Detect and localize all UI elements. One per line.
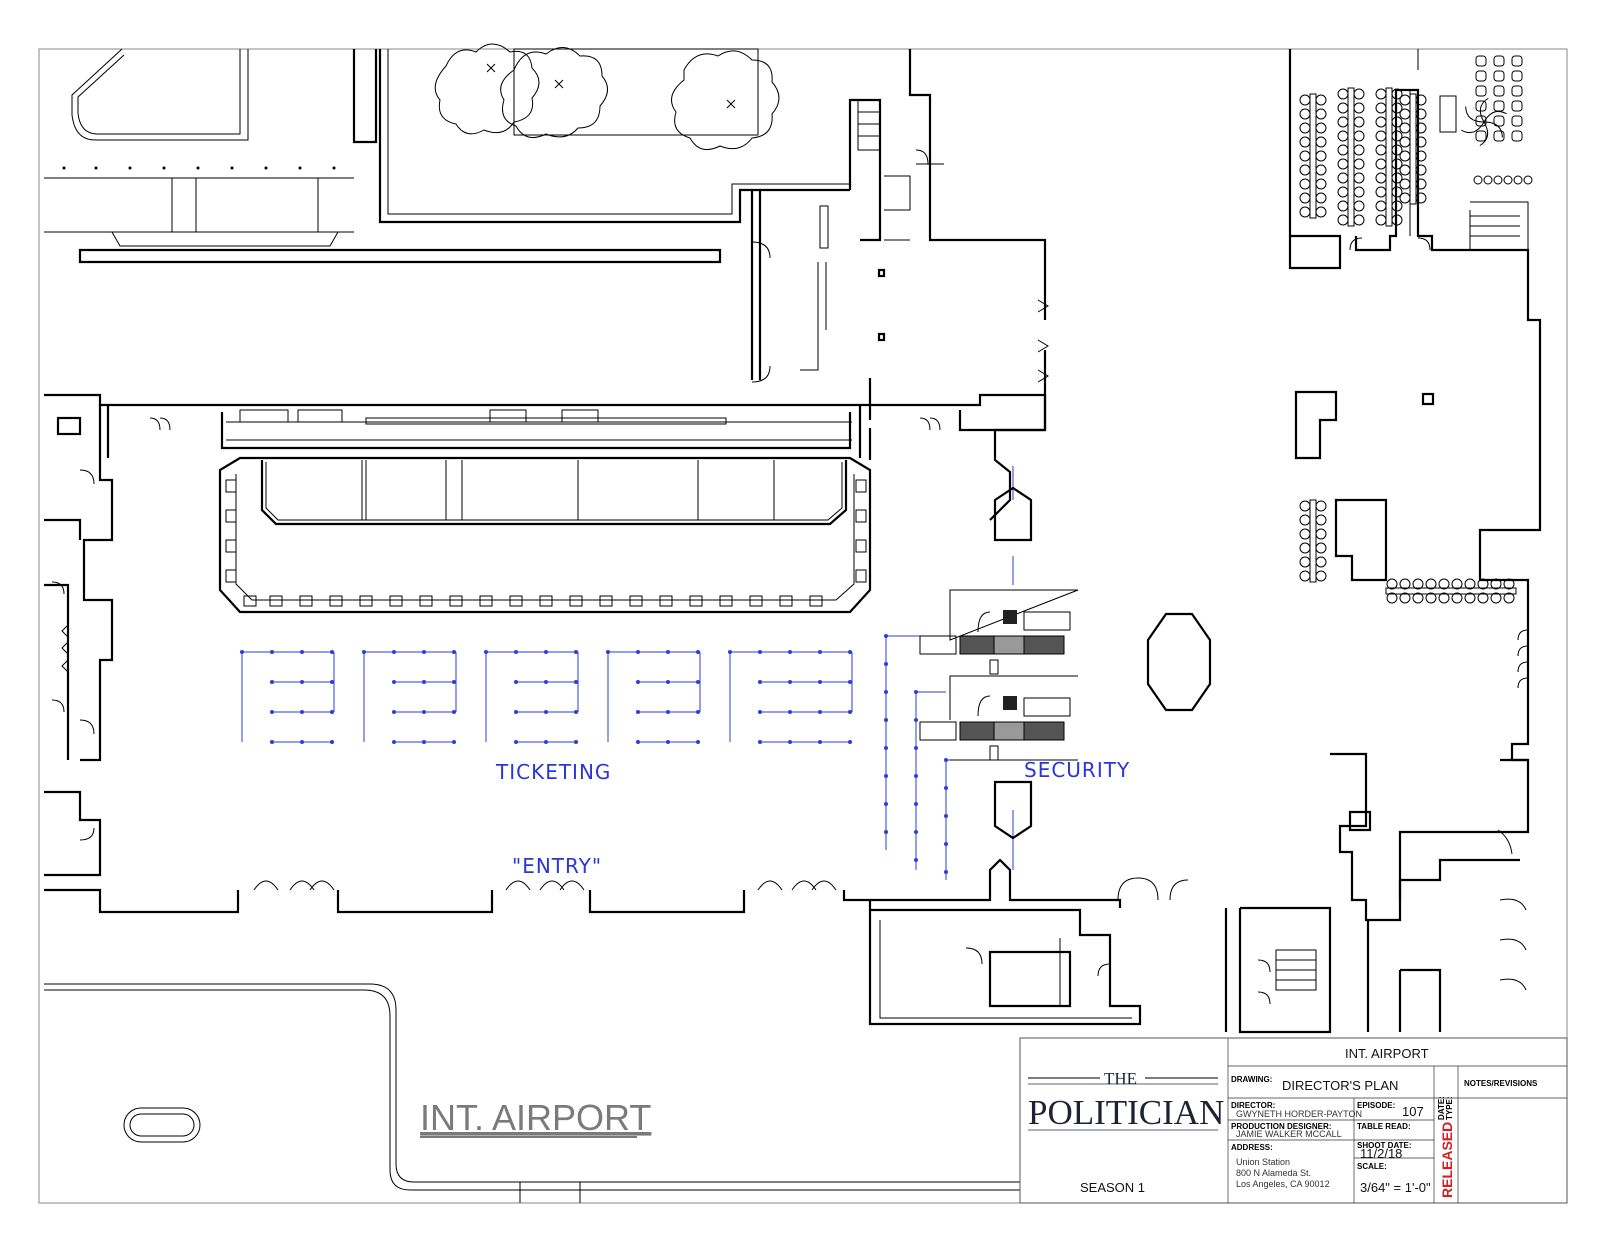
title-block (1019, 1037, 1568, 1204)
episode-label: EPISODE: (1357, 1101, 1395, 1110)
security-label: SECURITY (1024, 758, 1130, 782)
address-line-1: Union Station (1236, 1157, 1290, 1167)
tree-icon (671, 50, 780, 151)
director-value: GWYNETH HORDER-PAYTON (1236, 1109, 1362, 1119)
director-label: DIRECTOR: (1231, 1101, 1275, 1110)
courtyard (378, 48, 850, 224)
scale-value: 3/64" = 1'-0" (1360, 1180, 1431, 1195)
production-designer-label: PRODUCTION DESIGNER: (1231, 1122, 1331, 1131)
security-checkpoint (919, 466, 1212, 870)
date-label: DATE: (1437, 1096, 1446, 1120)
central-upper-building (750, 49, 1049, 460)
address-label: ADDRESS: (1231, 1143, 1273, 1152)
title-block-header: INT. AIRPORT (1345, 1046, 1429, 1061)
logo-politician: POLITICIAN (1028, 1093, 1224, 1132)
scale-label: SCALE: (1357, 1162, 1387, 1171)
top-left-exterior (44, 48, 722, 264)
notes-revisions-label: NOTES/REVISIONS (1464, 1079, 1538, 1088)
entry-doors (253, 877, 1189, 901)
table-read-label: TABLE READ: (1357, 1122, 1411, 1131)
ticketing-label: TICKETING (495, 760, 611, 784)
show-logo: THE POLITICIAN (1028, 1069, 1224, 1132)
season-label: SEASON 1 (1080, 1180, 1145, 1195)
sheet-title: INT. AIRPORT (420, 1097, 651, 1138)
dining-seating (1299, 55, 1533, 604)
episode-value: 107 (1402, 1104, 1424, 1119)
tree-icon (500, 47, 608, 139)
drawing-label: DRAWING: (1231, 1075, 1272, 1084)
type-label: TYPE: (1445, 1096, 1454, 1120)
production-designer-value: JAMIE WALKER MCCALL (1236, 1129, 1342, 1139)
drawing-value: DIRECTOR'S PLAN (1282, 1078, 1398, 1093)
status-released: RELEASED (1439, 1122, 1455, 1198)
address-line-3: Los Angeles, CA 90012 (1236, 1179, 1330, 1189)
shoot-date-label: SHOOT DATE: (1357, 1141, 1412, 1150)
ticketing-counter (218, 456, 872, 614)
right-wing (1224, 49, 1542, 1034)
shoot-date-value: 11/2/18 (1360, 1146, 1402, 1161)
terminal-hall-walls (44, 393, 1122, 914)
site-road (44, 983, 1020, 1203)
logo-the: THE (1104, 1069, 1137, 1088)
tree-icon (434, 43, 540, 135)
queue-stanchions (240, 634, 970, 880)
address-line-2: 800 N Alameda St. (1236, 1168, 1311, 1178)
sheet-border (38, 48, 1568, 1204)
entry-label: "ENTRY" (512, 854, 602, 878)
lower-center-rooms (868, 900, 1142, 1026)
